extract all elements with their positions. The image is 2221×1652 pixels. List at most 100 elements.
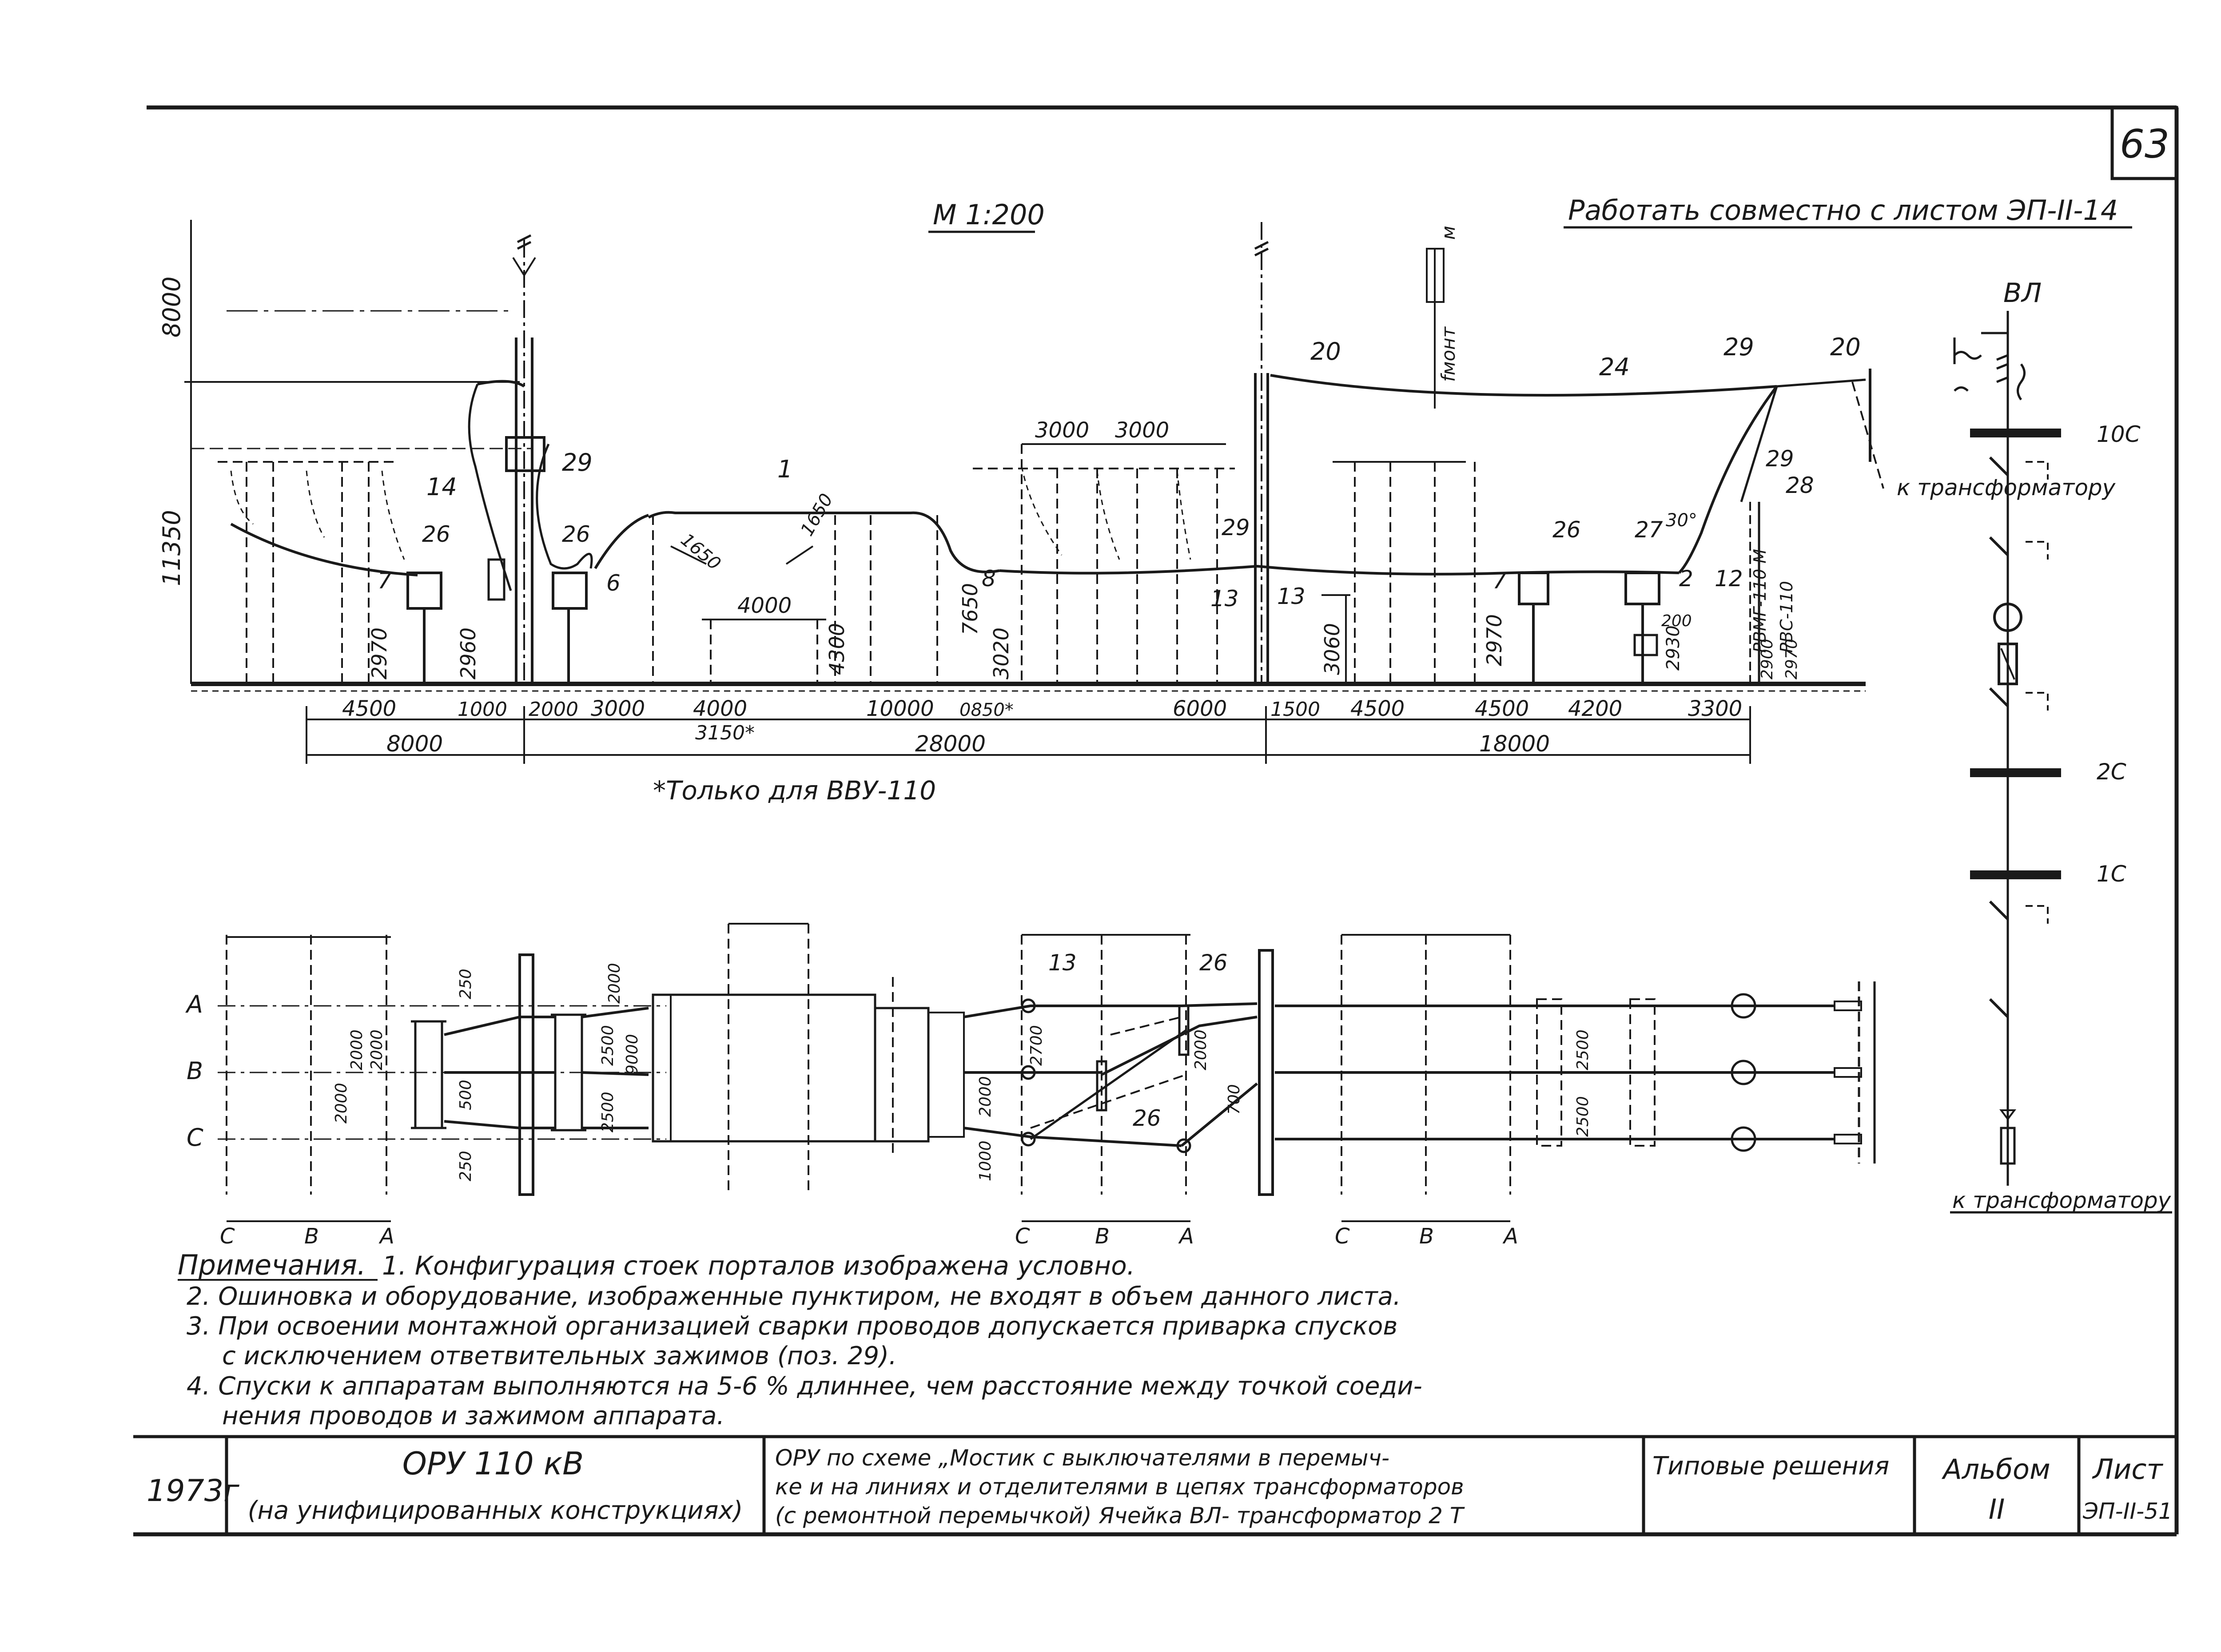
- height-dim-4300: 4300: [825, 623, 849, 675]
- height-dim-8000: 8000: [158, 277, 186, 338]
- height-dim-2960: 2960: [456, 627, 480, 679]
- height-dim-2970b: 2970: [1482, 614, 1506, 666]
- notes-heading: Примечания.: [178, 1249, 366, 1281]
- plan-dim-2700: 2700: [1027, 1025, 1046, 1066]
- bus-1c-label: 1С: [2097, 861, 2126, 887]
- notes: Примечания. 1. Конфигурация стоек портал…: [178, 1249, 1422, 1430]
- plan-dim-2000a: 2000: [348, 1029, 366, 1070]
- plan-callout-26a: 26: [1199, 950, 1228, 976]
- span-10000: 10000: [866, 696, 934, 721]
- height-dim-7650: 7650: [958, 583, 982, 635]
- tb-series: Типовые решения: [1652, 1452, 1889, 1481]
- callout-29d: 29: [1766, 446, 1794, 472]
- plan-dim-2500a: 2500: [599, 1025, 617, 1066]
- plan-dim-2500d: 2500: [1574, 1096, 1592, 1137]
- sld-title-vl: ВЛ: [2003, 278, 2042, 309]
- bottom-phase-c-2: С: [1015, 1224, 1030, 1249]
- callout-20a: 20: [1310, 338, 1341, 365]
- height-dim-11350: 11350: [158, 510, 186, 586]
- plan-dim-2500b: 2500: [599, 1092, 617, 1132]
- equip-label-rvs: РВС-110: [1777, 581, 1796, 653]
- span-4500b: 4500: [1350, 696, 1405, 721]
- callout-27: 27: [1635, 517, 1663, 543]
- sld-bottom-label: к трансформатору: [1952, 1187, 2172, 1213]
- plan-dim-2000e: 2000: [976, 1076, 995, 1117]
- span-1500: 1500: [1270, 698, 1320, 721]
- callout-13b: 13: [1277, 584, 1306, 609]
- plan-dim-2000f: 2000: [1192, 1029, 1210, 1070]
- span-6000: 6000: [1173, 696, 1227, 721]
- tb-album-label: Альбом: [1941, 1453, 2050, 1485]
- phase-c-label: С: [187, 1124, 203, 1152]
- callout-6: 6: [606, 570, 621, 596]
- bottom-phase-a-3: А: [1502, 1224, 1518, 1249]
- sheet-number: 63: [2120, 121, 2169, 167]
- bottom-phase-c-3: С: [1335, 1224, 1350, 1249]
- span-28000: 28000: [915, 731, 986, 757]
- bus-10c-label: 10С: [2097, 421, 2141, 447]
- tb-year: 1973г: [147, 1473, 240, 1509]
- plan-dim-2000b: 2000: [332, 1083, 350, 1124]
- single-line-diagram: [1950, 311, 2172, 1214]
- callout-28: 28: [1786, 473, 1814, 498]
- callout-12: 12: [1715, 566, 1743, 592]
- inner-dim-200: 200: [1661, 612, 1692, 630]
- plan-dim-2500c: 2500: [1574, 1029, 1592, 1070]
- plan-dim-250a: 250: [457, 969, 475, 999]
- callout-1: 1: [777, 455, 792, 483]
- callout-29c: 29: [1723, 333, 1754, 361]
- span-0850: 0850*: [959, 700, 1014, 720]
- tb-desc-1: ОРУ по схеме „Мостик с выключателями в п…: [775, 1445, 1389, 1471]
- equip-label-m: м: [1437, 226, 1459, 240]
- span-3300: 3300: [1688, 696, 1742, 721]
- span-3150: 3150*: [695, 722, 755, 744]
- callout-14: 14: [426, 473, 457, 501]
- span-8000: 8000: [386, 731, 443, 757]
- callout-2: 2: [1679, 566, 1693, 592]
- footnote: *Только для ВВУ-110: [653, 775, 936, 806]
- span-4500a: 4500: [342, 696, 396, 721]
- callout-8: 8: [982, 566, 996, 592]
- tb-sheet-label: Лист: [2092, 1453, 2163, 1485]
- callout-26a: 26: [422, 521, 450, 547]
- work-note: Работать совместно с листом ЭП-II-14: [1568, 194, 2118, 226]
- inner-dim-4000: 4000: [737, 593, 792, 618]
- plan-labels: А В С С В А С В А С В А 250 2000 2000 20…: [185, 950, 1592, 1249]
- height-dim-2930: 2930: [1663, 625, 1684, 671]
- height-dim-2900: 2900: [1758, 639, 1776, 679]
- bottom-phase-b-2: В: [1095, 1224, 1110, 1249]
- plan-dim-2000c: 2000: [605, 963, 624, 1004]
- callout-29b: 29: [1222, 515, 1250, 540]
- tb-sheet-value: ЭП-II-51: [2082, 1498, 2173, 1524]
- tb-album-value: II: [1989, 1493, 2005, 1525]
- plan-dim-2000d: 2000: [368, 1029, 386, 1070]
- callout-26c: 26: [1552, 517, 1581, 543]
- callout-13a: 13: [1210, 586, 1239, 612]
- note-4a: 4. Спуски к аппаратам выполняются на 5-6…: [187, 1372, 1422, 1401]
- scale-label: М 1:200: [933, 199, 1045, 231]
- span-2000: 2000: [529, 698, 578, 721]
- sheet-frame: [133, 105, 2179, 1537]
- note-4b: нения проводов и зажимом аппарата.: [222, 1402, 724, 1430]
- bottom-phase-b-3: В: [1419, 1224, 1434, 1249]
- callout-24: 24: [1599, 353, 1630, 381]
- bottom-phase-a-1: А: [378, 1224, 394, 1249]
- equip-label-rvmg: РВМГ-110 М: [1750, 549, 1770, 653]
- inner-dim-30deg: 30°: [1666, 510, 1697, 531]
- tb-desc-3: (с ремонтной перемычкой) Ячейка ВЛ- тран…: [775, 1503, 1465, 1529]
- bottom-phase-b-1: В: [304, 1224, 319, 1249]
- callout-7a: 7: [378, 568, 392, 594]
- phase-b-label: В: [187, 1057, 203, 1085]
- height-dim-2970c: 2970: [1783, 639, 1801, 679]
- bus-2c-label: 2С: [2097, 759, 2126, 785]
- note-2: 2. Ошиновка и оборудование, изображенные…: [187, 1282, 1401, 1311]
- note-3b: с исключением ответвительных зажимов (по…: [222, 1342, 897, 1370]
- note-1: 1. Конфигурация стоек порталов изображен…: [382, 1251, 1135, 1281]
- span-3000: 3000: [591, 696, 645, 721]
- equip-label-fmont: fмонт: [1437, 326, 1459, 382]
- callout-29a: 29: [562, 449, 593, 477]
- tb-project: ОРУ 110 кВ: [402, 1446, 584, 1482]
- height-dim-3020: 3020: [989, 627, 1013, 679]
- plan-dim-1000: 1000: [976, 1140, 995, 1181]
